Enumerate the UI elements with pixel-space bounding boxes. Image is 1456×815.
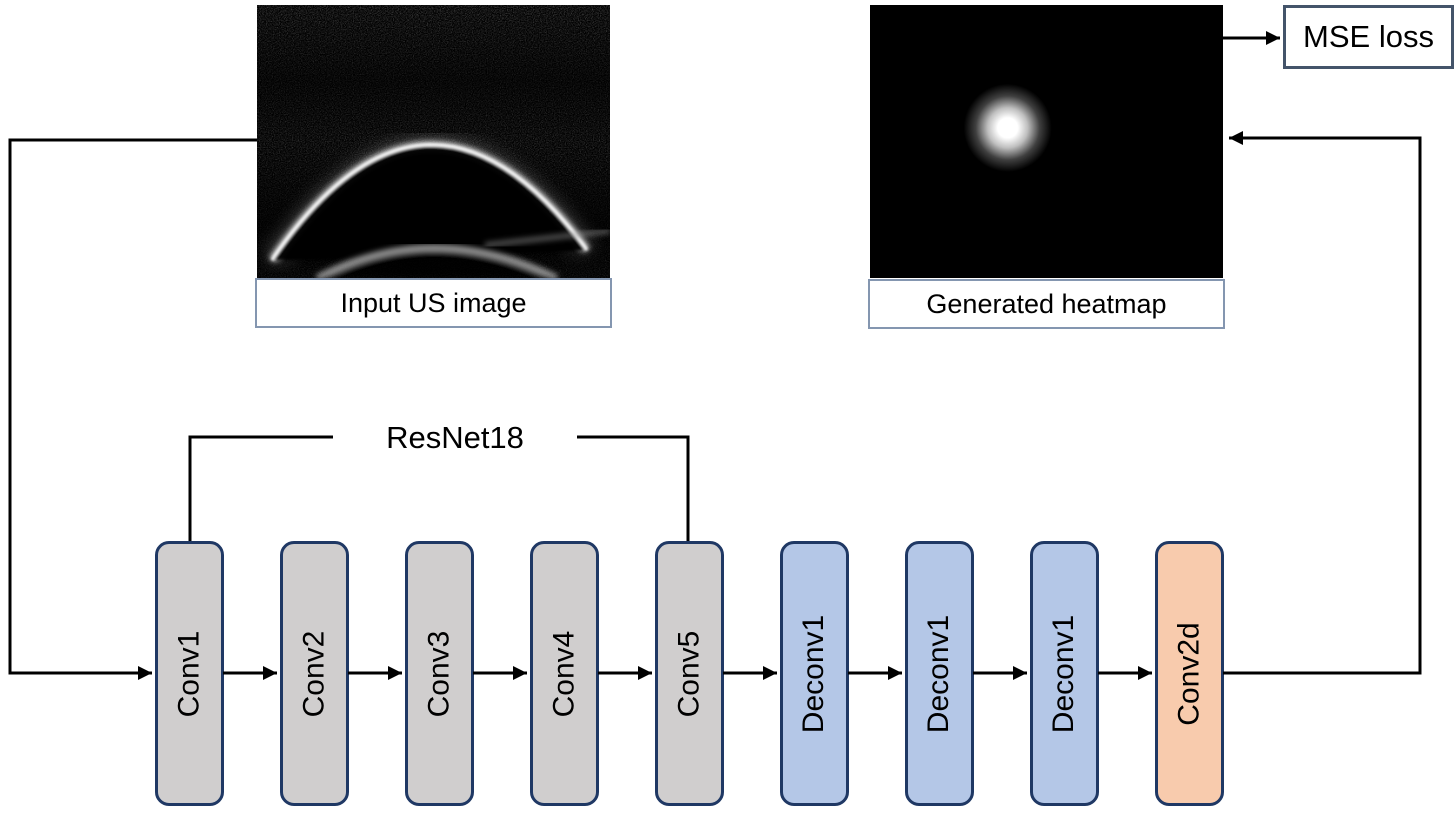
ultrasound-image-art <box>257 5 610 278</box>
heatmap-image <box>870 5 1223 278</box>
block-label: Conv2d <box>1172 621 1206 726</box>
block-label: Conv5 <box>672 630 706 717</box>
network-block-conv2: Conv2 <box>280 541 349 806</box>
arrow-conv2d-to-heatmap <box>1223 131 1422 675</box>
block-label: Deconv1 <box>797 614 831 733</box>
mse-loss-label: MSE loss <box>1303 19 1434 54</box>
block-label: Deconv1 <box>922 614 956 733</box>
resnet-bracket-left <box>188 435 333 541</box>
ultrasound-image <box>257 5 610 278</box>
block-label: Conv4 <box>547 630 581 717</box>
input-image-caption: Input US image <box>255 278 612 328</box>
heatmap-caption: Generated heatmap <box>868 279 1225 329</box>
network-block-conv5: Conv5 <box>655 541 724 806</box>
network-block-deconv1-1: Deconv1 <box>780 541 849 806</box>
network-block-conv3: Conv3 <box>405 541 474 806</box>
block-label: Deconv1 <box>1047 614 1081 733</box>
network-block-conv2d: Conv2d <box>1155 541 1224 806</box>
resnet-bracket-right <box>577 435 690 541</box>
input-image-label: Input US image <box>340 287 527 318</box>
network-block-deconv1-3: Deconv1 <box>1030 541 1099 806</box>
block-label: Conv2 <box>297 630 331 717</box>
heatmap-label: Generated heatmap <box>926 288 1167 319</box>
mse-loss-box: MSE loss <box>1283 5 1454 69</box>
network-block-conv4: Conv4 <box>530 541 599 806</box>
block-label: Conv3 <box>422 630 456 717</box>
block-label: Conv1 <box>172 630 206 717</box>
resnet18-label: ResNet18 <box>386 420 524 455</box>
network-block-conv1: Conv1 <box>155 541 224 806</box>
network-block-deconv1-2: Deconv1 <box>905 541 974 806</box>
